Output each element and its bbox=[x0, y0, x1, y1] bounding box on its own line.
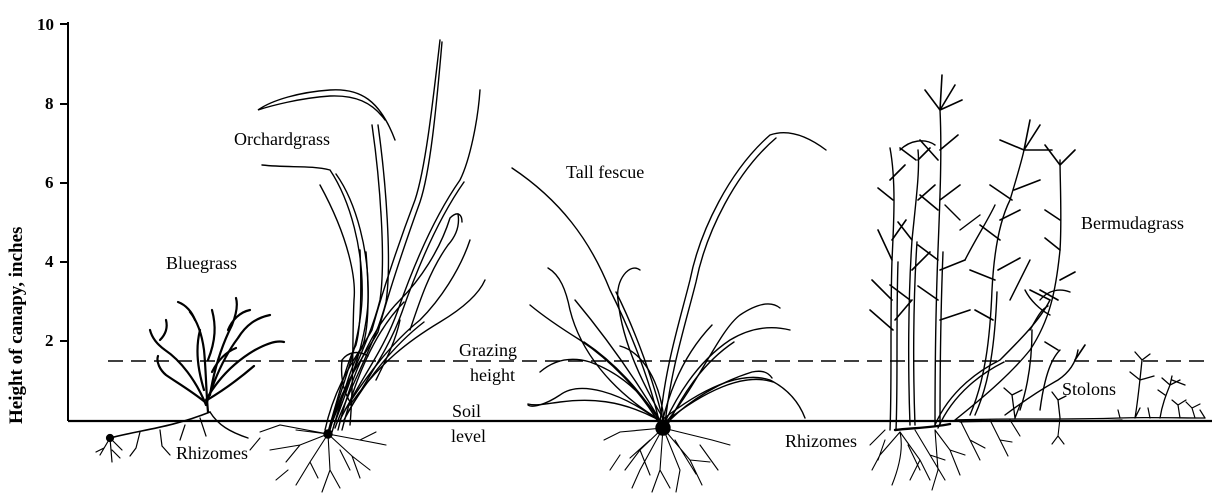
y-tick-label-10: 10 bbox=[37, 16, 54, 33]
orchardgrass-plant bbox=[250, 40, 485, 492]
tall-fescue-plant bbox=[512, 133, 826, 492]
label-level: level bbox=[451, 427, 486, 445]
label-soil: Soil bbox=[452, 402, 481, 420]
label-orchardgrass: Orchardgrass bbox=[234, 130, 330, 148]
label-rhizomes-right: Rhizomes bbox=[785, 432, 857, 450]
label-height: height bbox=[470, 366, 515, 384]
bluegrass-plant bbox=[96, 298, 284, 462]
label-tall-fescue: Tall fescue bbox=[566, 163, 644, 181]
y-tick-label-8: 8 bbox=[45, 95, 54, 112]
label-grazing: Grazing bbox=[459, 341, 517, 359]
y-tick-label-4: 4 bbox=[45, 253, 54, 270]
label-rhizomes-left: Rhizomes bbox=[176, 444, 248, 462]
y-axis-label: Height of canapy, inches bbox=[6, 227, 28, 424]
label-bluegrass: Bluegrass bbox=[166, 254, 237, 272]
label-stolons: Stolons bbox=[1062, 380, 1116, 398]
y-tick-label-2: 2 bbox=[45, 332, 54, 349]
label-bermudagrass: Bermudagrass bbox=[1081, 214, 1184, 232]
bermudagrass-plant bbox=[870, 75, 1205, 490]
y-tick-label-6: 6 bbox=[45, 174, 54, 191]
